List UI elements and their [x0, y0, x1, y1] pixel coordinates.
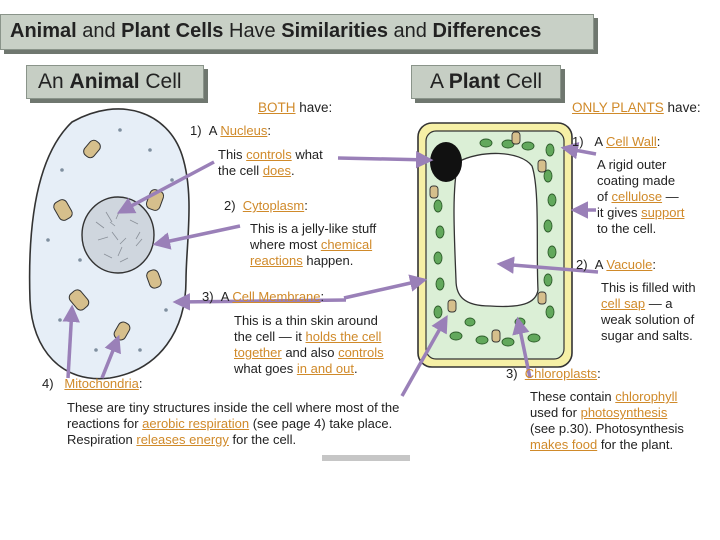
- plant-chloroplasts: [433, 138, 557, 347]
- chloroplasts-description: These contain chlorophyll used for photo…: [530, 389, 684, 452]
- plant-cell-heading-box: [411, 65, 561, 99]
- animal-cell-heading-box: [26, 65, 204, 99]
- both-have-label: BOTH have:: [258, 100, 333, 115]
- pointer-arrows: [62, 141, 599, 397]
- vacuole-description: This is filled with cell sap — a weak so…: [601, 280, 696, 343]
- plant-cell-heading: A Plant Cell: [430, 70, 543, 93]
- mitochondria-description: These are tiny structures inside the cel…: [67, 400, 400, 447]
- animal-cell-heading: An Animal Cell: [38, 70, 182, 93]
- plant-nucleus: [430, 142, 462, 182]
- only-plants-label: ONLY PLANTS have:: [572, 100, 701, 115]
- membrane-description: This is a thin skin around the cell — it…: [234, 313, 384, 376]
- cell-wall-heading: 1) A Cell Wall:: [572, 134, 661, 149]
- cytoplasm-description: This is a jelly-like stuff where most ch…: [250, 221, 377, 268]
- page-title: Animal and Plant Cells Have Similarities…: [10, 20, 542, 42]
- mitochondria-heading: 4) Mitochondria:: [42, 376, 143, 391]
- plant-mitochondria: [429, 131, 547, 343]
- chloroplasts-heading: 3) Chloroplasts:: [506, 366, 601, 381]
- cytoplasm-heading: 2) Cytoplasm:: [224, 198, 308, 213]
- title-banner: [0, 14, 594, 50]
- nucleus-description: This controls what the cell does.: [218, 147, 323, 178]
- scroll-indicator: [322, 455, 410, 461]
- membrane-heading: 3) A Cell Membrane:: [202, 289, 325, 304]
- animal-granules: [46, 128, 174, 352]
- plant-vacuole: [453, 152, 539, 308]
- animal-nucleus: [81, 196, 155, 274]
- chromatin-texture: [95, 209, 143, 263]
- cell-wall-description: A rigid outer coating made of cellulose …: [597, 157, 685, 236]
- vacuole-heading: 2) A Vacuole:: [576, 257, 657, 272]
- nucleus-heading: 1) A Nucleus:: [190, 123, 271, 138]
